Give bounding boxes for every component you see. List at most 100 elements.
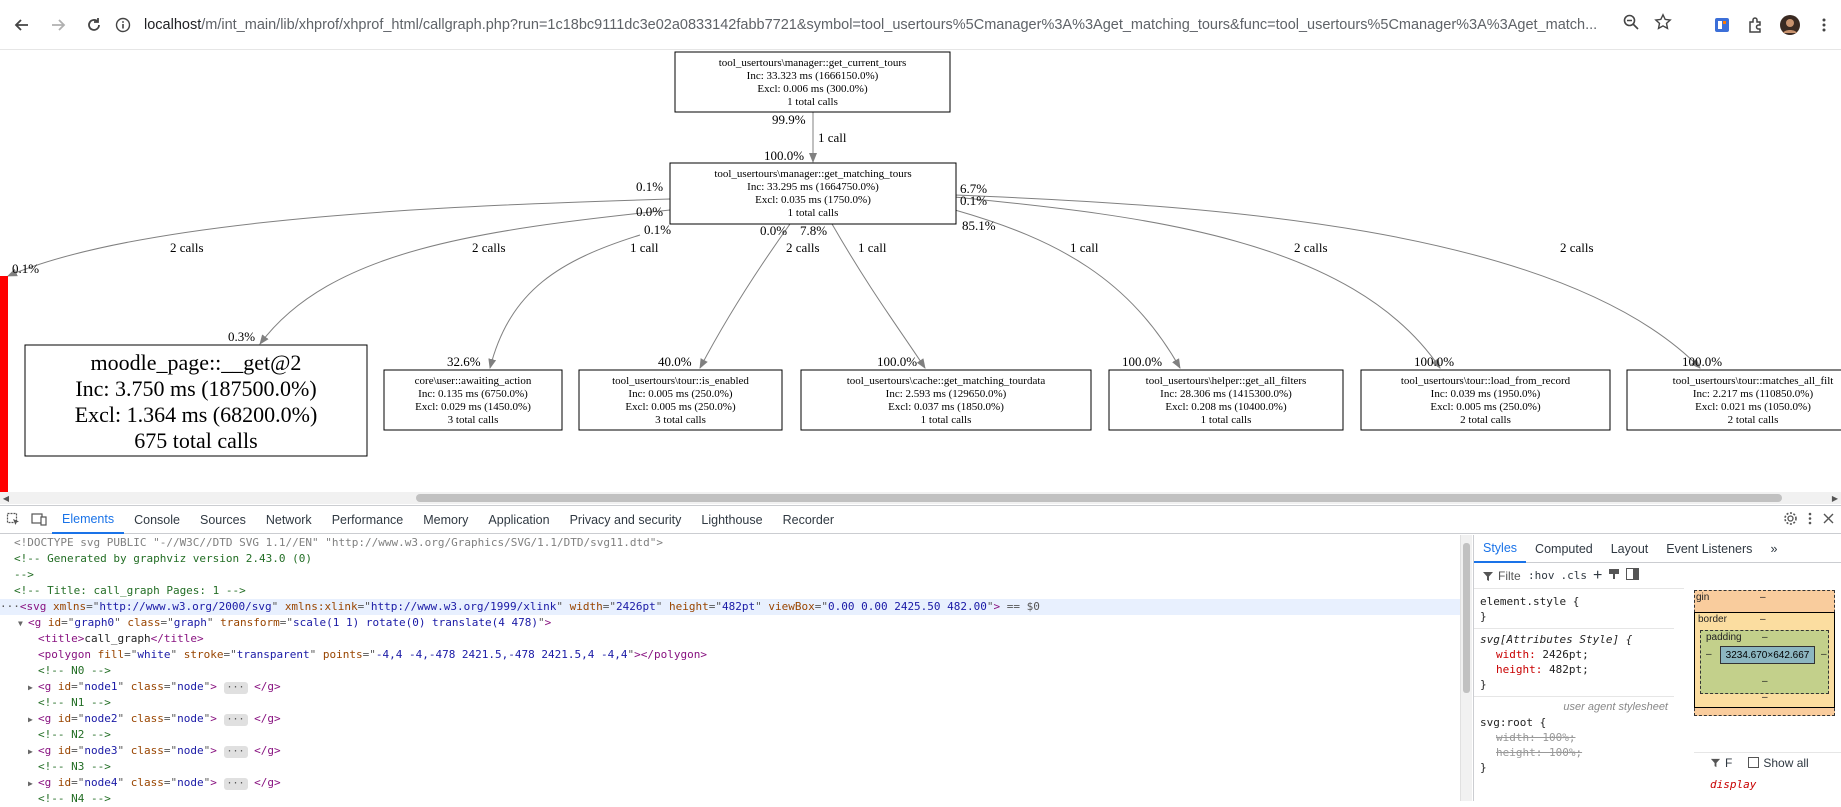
toggle-sidebar-icon[interactable] [1626, 568, 1640, 583]
url-text[interactable]: localhost/m/int_main/lib/xhprof/xhprof_h… [144, 17, 1597, 33]
styles-filter-bar: Filte :hov .cls + [1474, 563, 1684, 589]
style-prop-overridden[interactable]: height: 100%; [1496, 746, 1583, 759]
tab-memory[interactable]: Memory [423, 512, 469, 527]
dom-comment[interactable]: --> [14, 568, 34, 581]
node-title: tool_usertours\manager::get_matching_tou… [714, 168, 911, 180]
collapsed-ellipsis[interactable]: ··· [223, 714, 248, 726]
tab-recorder[interactable]: Recorder [782, 512, 835, 527]
address-bar[interactable]: localhost/m/int_main/lib/xhprof/xhprof_h… [112, 9, 1672, 41]
prop-name: width [1496, 648, 1530, 661]
dom-title[interactable]: <title>call_graph</title> [38, 632, 204, 645]
dom-comment[interactable]: <!-- N0 --> [38, 664, 111, 677]
node-get-matching-tourdata[interactable]: tool_usertours\cache::get_matching_tourd… [800, 369, 1092, 431]
tab-computed[interactable]: Computed [1535, 541, 1593, 556]
expand-triangle-icon[interactable]: ▶ [28, 715, 33, 724]
device-toolbar-icon[interactable] [26, 507, 52, 533]
bookmark-star-icon[interactable] [1654, 13, 1672, 36]
show-all-checkbox[interactable] [1748, 757, 1760, 768]
cls-toggle[interactable]: .cls [1560, 569, 1588, 582]
dom-g-graph[interactable]: ▼<g id="graph0" class="graph" transform=… [0, 615, 1460, 631]
dom-g-node[interactable]: ▶<g id="node4" class="node"> ··· </g> [0, 775, 1460, 791]
back-button[interactable] [4, 7, 40, 43]
tab-styles[interactable]: Styles [1474, 535, 1527, 563]
tab-lighthouse[interactable]: Lighthouse [701, 512, 763, 527]
style-prop-overridden[interactable]: width: 100%; [1496, 731, 1576, 744]
dom-tree-scrollbar[interactable] [1460, 535, 1472, 801]
node-load-from-record[interactable]: tool_usertours\tour::load_from_record In… [1360, 369, 1611, 431]
style-prop[interactable]: width: 2426pt; [1496, 648, 1589, 661]
tab-sources[interactable]: Sources [199, 512, 246, 527]
close-devtools-icon[interactable] [1822, 511, 1835, 529]
node-awaiting-action[interactable]: core\user::awaiting_action Inc: 0.135 ms… [383, 369, 563, 431]
computed-filter-input[interactable]: F [1725, 755, 1733, 770]
computed-prop-display[interactable]: display [1710, 778, 1757, 791]
node-moodle-page-get[interactable]: moodle_page::__get@2 Inc: 3.750 ms (1875… [24, 344, 368, 457]
rule-ua-svg-root[interactable]: user agent stylesheet svg:root { width: … [1474, 697, 1674, 779]
styles-filter-input[interactable]: Filte [1482, 566, 1522, 586]
dom-svg-node[interactable]: ···<svg xmlns="http://www.w3.org/2000/sv… [0, 599, 1460, 615]
collapsed-ellipsis[interactable]: ··· [223, 778, 248, 790]
expand-triangle-icon[interactable]: ▶ [28, 683, 33, 692]
tab-layout[interactable]: Layout [1610, 541, 1649, 556]
horizontal-scrollbar[interactable]: ◀ ▶ [0, 492, 1841, 504]
border-bottom-value: – [1762, 692, 1768, 703]
scrollbar-thumb[interactable] [1463, 543, 1470, 693]
hov-toggle[interactable]: :hov [1528, 569, 1555, 582]
dom-g-node[interactable]: ▶<g id="node3" class="node"> ··· </g> [0, 743, 1460, 759]
node-get-matching-tours[interactable]: tool_usertours\manager::get_matching_tou… [669, 162, 957, 225]
rule-element-style[interactable]: element.style { } [1474, 591, 1674, 629]
paint-icon[interactable] [1608, 568, 1620, 583]
scroll-left-icon[interactable]: ◀ [2, 493, 10, 503]
collapse-triangle-icon[interactable]: ▼ [18, 619, 23, 628]
new-style-rule-icon[interactable]: + [1593, 566, 1603, 584]
style-prop[interactable]: height: 482pt; [1496, 663, 1589, 676]
dom-comment[interactable]: <!-- N3 --> [38, 760, 111, 773]
attr-value: http://www.w3.org/2000/svg [99, 600, 272, 613]
dom-comment[interactable]: <!-- Title: call_graph Pages: 1 --> [14, 584, 246, 597]
dom-comment[interactable]: <!-- N4 --> [38, 792, 111, 805]
rule-svg-attributes[interactable]: svg[Attributes Style] { width: 2426pt; h… [1474, 629, 1674, 697]
node-get-current-tours[interactable]: tool_usertours\manager::get_current_tour… [674, 51, 951, 113]
node-matches-all-filters[interactable]: tool_usertours\tour::matches_all_filt In… [1626, 369, 1841, 431]
more-tabs-icon[interactable]: » [1770, 541, 1778, 556]
site-info-icon[interactable] [112, 14, 134, 36]
tab-elements[interactable]: Elements [52, 506, 125, 534]
node-get-all-filters[interactable]: tool_usertours\helper::get_all_filters I… [1108, 369, 1344, 431]
settings-gear-icon[interactable] [1783, 511, 1798, 529]
tab-privacy-security[interactable]: Privacy and security [569, 512, 682, 527]
node-excl: Excl: 0.005 ms (250.0%) [1430, 401, 1541, 413]
attr-value: 482pt [721, 600, 756, 613]
dom-g-node[interactable]: ▶<g id="node1" class="node"> ··· </g> [0, 679, 1460, 695]
tab-performance[interactable]: Performance [331, 512, 404, 527]
extensions-puzzle-icon[interactable] [1739, 8, 1773, 42]
dom-g-node[interactable]: ▶<g id="node2" class="node"> ··· </g> [0, 711, 1460, 727]
devtools-menu-icon[interactable] [1804, 511, 1816, 529]
tab-application[interactable]: Application [488, 512, 550, 527]
collapsed-ellipsis[interactable]: ··· [223, 682, 248, 694]
tab-event-listeners[interactable]: Event Listeners [1666, 541, 1753, 556]
scroll-right-icon[interactable]: ▶ [1831, 493, 1839, 503]
dom-comment[interactable]: <!-- N1 --> [38, 696, 111, 709]
expand-triangle-icon[interactable]: ▶ [28, 747, 33, 756]
dom-tree[interactable]: <!DOCTYPE svg PUBLIC "-//W3C//DTD SVG 1.… [0, 535, 1460, 805]
box-model-content[interactable]: 3234.670×642.667 [1720, 646, 1815, 664]
reload-button[interactable] [76, 7, 112, 43]
profile-avatar[interactable] [1773, 8, 1807, 42]
node-is-enabled[interactable]: tool_usertours\tour::is_enabled Inc: 0.0… [578, 369, 783, 431]
zoom-icon[interactable] [1622, 13, 1640, 36]
expand-triangle-icon[interactable]: ▶ [28, 779, 33, 788]
dom-comment[interactable]: <!-- Generated by graphviz version 2.43.… [14, 552, 313, 565]
browser-menu-icon[interactable] [1807, 8, 1841, 42]
forward-button[interactable] [40, 7, 76, 43]
tab-console[interactable]: Console [134, 512, 180, 527]
node-inc: Inc: 3.750 ms (187500.0%) [75, 376, 316, 401]
dom-comment[interactable]: <!-- N2 --> [38, 728, 111, 741]
dom-polygon[interactable]: <polygon fill="white" stroke="transparen… [38, 648, 707, 661]
offscreen-node-edge[interactable] [0, 276, 8, 494]
extension-icon[interactable] [1705, 8, 1739, 42]
scrollbar-thumb[interactable] [416, 494, 1782, 502]
inspect-element-icon[interactable] [0, 507, 26, 533]
collapsed-ellipsis[interactable]: ··· [223, 746, 248, 758]
dom-doctype[interactable]: <!DOCTYPE svg PUBLIC "-//W3C//DTD SVG 1.… [14, 536, 664, 549]
tab-network[interactable]: Network [265, 512, 312, 527]
